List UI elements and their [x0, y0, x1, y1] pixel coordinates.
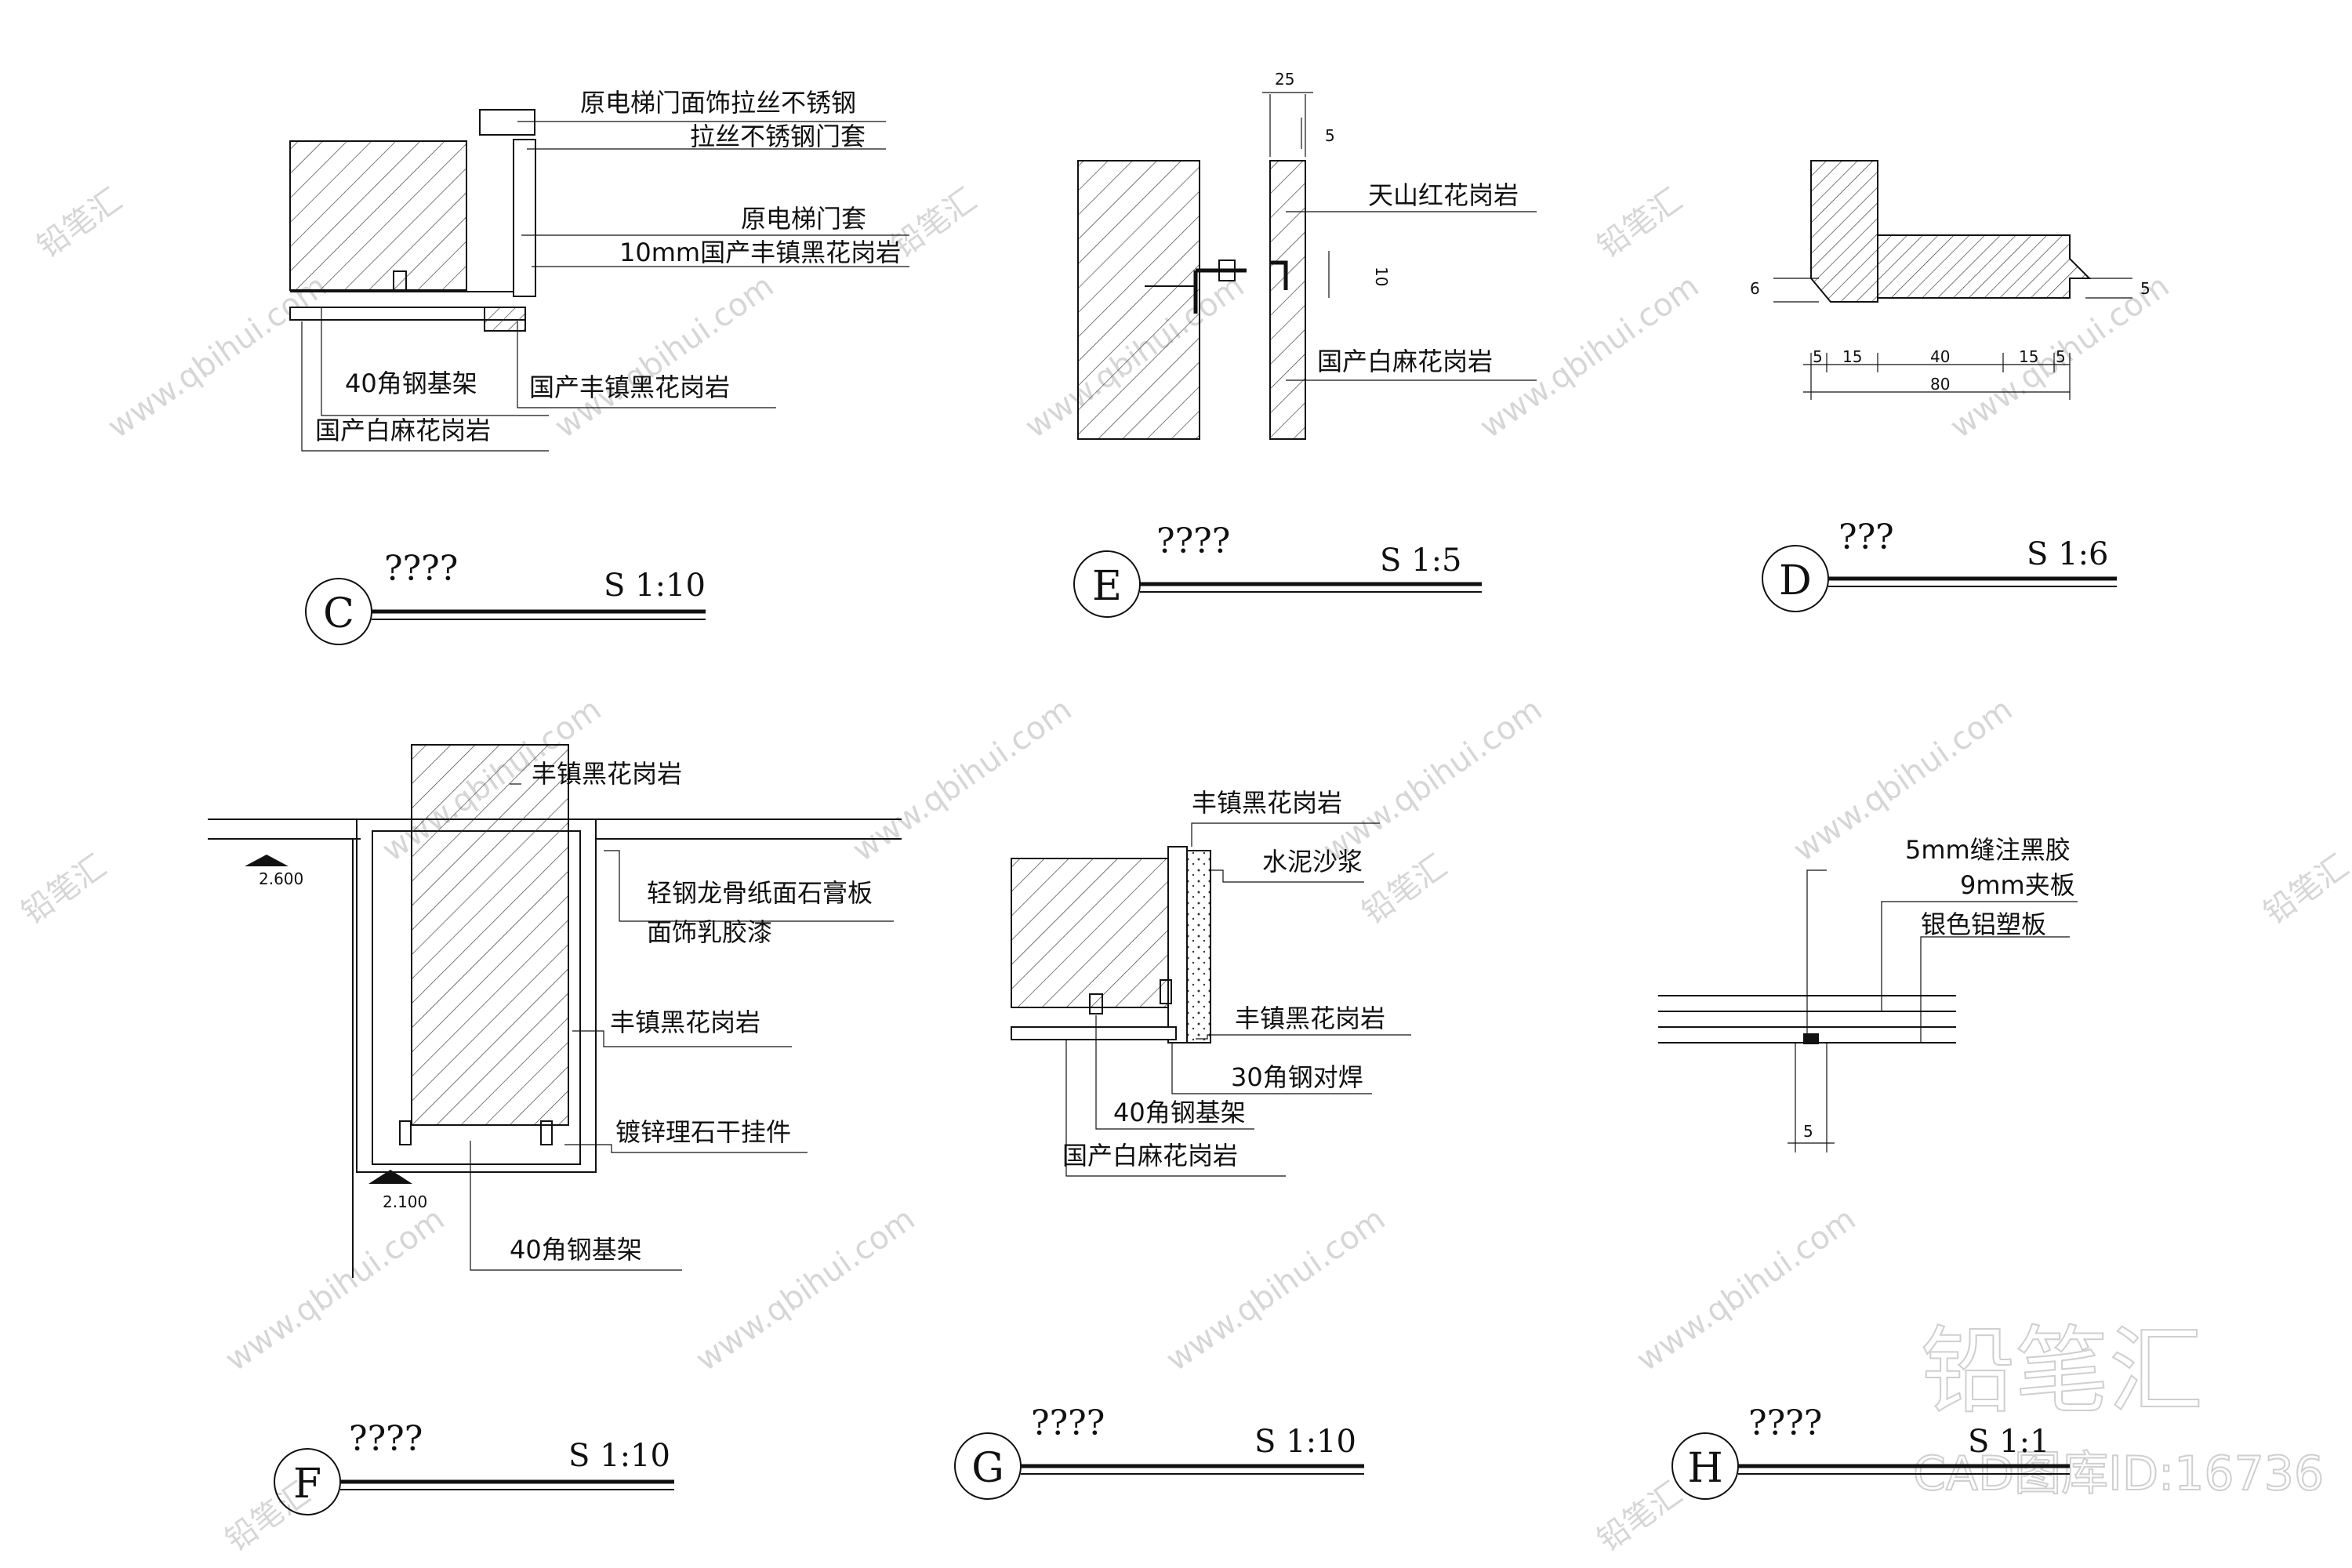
- label: 银色铝塑板: [1921, 909, 2046, 939]
- label: 9mm夹板: [1960, 870, 2075, 900]
- label: 天山红花岗岩: [1368, 180, 1519, 210]
- elevator-door-face: [479, 109, 535, 136]
- label: 40角钢基架: [510, 1235, 642, 1265]
- dimension: 80: [1930, 375, 1950, 394]
- watermark-brand: 铅笔汇: [2257, 848, 2352, 932]
- black-granite-edge: [484, 307, 526, 332]
- dimension: 40: [1930, 347, 1950, 366]
- watermark-url: www.qbihui.com: [548, 268, 780, 445]
- detail-marker-letter: E: [1092, 563, 1122, 610]
- concrete-column: [411, 744, 569, 1126]
- detail-scale: S 1:5: [1380, 543, 1462, 579]
- dimension: 25: [1275, 70, 1294, 89]
- label: 原电梯门面饰拉丝不锈钢: [580, 88, 856, 118]
- watermark-brand: 铅笔汇: [1591, 1475, 1689, 1559]
- level: 2.100: [383, 1192, 427, 1211]
- dimension: 5: [2140, 279, 2151, 298]
- label: 5mm缝注黑胶: [1905, 835, 2071, 865]
- dimension: 5: [1803, 1122, 1813, 1141]
- black-granite-panel: [1167, 846, 1188, 1044]
- label: 原电梯门套: [741, 204, 866, 234]
- watermark-url: www.qbihui.com: [846, 691, 1078, 869]
- watermark-url: www.qbihui.com: [689, 1201, 921, 1378]
- watermark-url: www.qbihui.com: [101, 268, 333, 445]
- level: 2.600: [259, 869, 303, 888]
- label: 面饰乳胶漆: [647, 917, 772, 947]
- watermark-brand: 铅笔汇: [15, 848, 113, 932]
- granite-panel: [1269, 160, 1306, 440]
- detail-title: ????: [1156, 521, 1230, 561]
- watermark-url: www.qbihui.com: [1473, 268, 1705, 445]
- detail-scale: S 1:10: [604, 568, 706, 604]
- label: 轻钢龙骨纸面石膏板: [647, 878, 873, 908]
- dimension: 5: [1325, 126, 1335, 145]
- detail-marker-letter: H: [1687, 1445, 1722, 1492]
- label: 国产白麻花岗岩: [1062, 1141, 1238, 1171]
- detail-f: 2.600 2.100 丰镇黑花岗岩 轻钢龙骨纸面石膏板 面饰乳胶漆 丰镇黑花岗…: [208, 744, 902, 1515]
- label: 10mm国产丰镇黑花岗岩: [619, 238, 901, 267]
- detail-e: 25 5 10 天山红花岗岩 国产白麻花岗岩 E ???? S 1:5: [1073, 70, 1537, 618]
- watermark-url: www.qbihui.com: [219, 1201, 451, 1378]
- detail-title: ????: [349, 1419, 423, 1459]
- concrete-wall: [289, 140, 467, 291]
- label: 镀锌理石干挂件: [615, 1117, 791, 1147]
- label: 国产白麻花岗岩: [315, 416, 491, 445]
- detail-g: 丰镇黑花岗岩 水泥沙浆 丰镇黑花岗岩 30角钢对焊 40角钢基架 国产白麻花岗岩…: [954, 788, 1411, 1500]
- watermark-brand: 铅笔汇: [1591, 182, 1689, 266]
- cement-mortar: [1186, 850, 1211, 1044]
- dimension: 10: [1372, 267, 1391, 286]
- detail-marker-letter: D: [1779, 557, 1812, 604]
- watermark-brand-large: 铅笔汇: [1921, 1317, 2203, 1426]
- stone-profile-left: [1810, 160, 1878, 303]
- dimension: 6: [1750, 279, 1760, 298]
- watermark-url: www.qbihui.com: [1630, 1201, 1862, 1378]
- detail-scale: S 1:1: [1968, 1424, 2050, 1460]
- label: 国产丰镇黑花岗岩: [529, 372, 730, 402]
- dimension: 15: [1842, 347, 1862, 366]
- detail-title: ????: [384, 549, 458, 589]
- dimension: 15: [2019, 347, 2038, 366]
- concrete-wall: [1011, 858, 1169, 1008]
- dimension: 5: [2056, 347, 2066, 366]
- detail-d: 6 5 5 15 40 15 5 80 D ??? S 1:6: [1750, 160, 2151, 612]
- detail-c: 原电梯门面饰拉丝不锈钢 拉丝不锈钢门套 原电梯门套 10mm国产丰镇黑花岗岩 4…: [289, 88, 909, 645]
- detail-h: 5 5mm缝注黑胶 9mm夹板 银色铝塑板 H ???? S 1:1: [1658, 835, 2078, 1500]
- concrete-wall: [1077, 160, 1200, 440]
- detail-title: ????: [1031, 1403, 1105, 1443]
- dimension: 5: [1813, 347, 1823, 366]
- black-sealant-joint: [1803, 1033, 1819, 1044]
- detail-marker-letter: F: [293, 1461, 321, 1508]
- label: 丰镇黑花岗岩: [1235, 1004, 1385, 1033]
- angle-steel-clip: [393, 270, 407, 292]
- watermark-brand: 铅笔汇: [1356, 848, 1454, 932]
- detail-title: ????: [1748, 1403, 1822, 1443]
- label: 丰镇黑花岗岩: [610, 1007, 760, 1037]
- label: 40角钢基架: [345, 368, 477, 398]
- detail-marker-letter: G: [971, 1445, 1004, 1492]
- label: 水泥沙浆: [1262, 847, 1363, 877]
- watermark-url: www.qbihui.com: [1316, 691, 1548, 869]
- stone-profile-right: [1877, 234, 2092, 299]
- label: 30角钢对焊: [1231, 1062, 1363, 1092]
- watermark-brand: 铅笔汇: [31, 182, 129, 266]
- detail-scale: S 1:6: [2027, 536, 2109, 572]
- label: 丰镇黑花岗岩: [1192, 788, 1342, 818]
- white-granite-floor: [1011, 1026, 1177, 1040]
- label: 40角钢基架: [1113, 1098, 1246, 1127]
- detail-marker-letter: C: [323, 590, 354, 637]
- detail-scale: S 1:10: [568, 1438, 670, 1474]
- label: 丰镇黑花岗岩: [532, 759, 682, 789]
- detail-scale: S 1:10: [1254, 1424, 1356, 1460]
- door-frame-stone: [513, 139, 536, 297]
- watermark-url: www.qbihui.com: [1160, 1201, 1392, 1378]
- label: 国产白麻花岗岩: [1317, 347, 1493, 376]
- detail-title: ???: [1838, 517, 1894, 557]
- label: 拉丝不锈钢门套: [690, 122, 866, 151]
